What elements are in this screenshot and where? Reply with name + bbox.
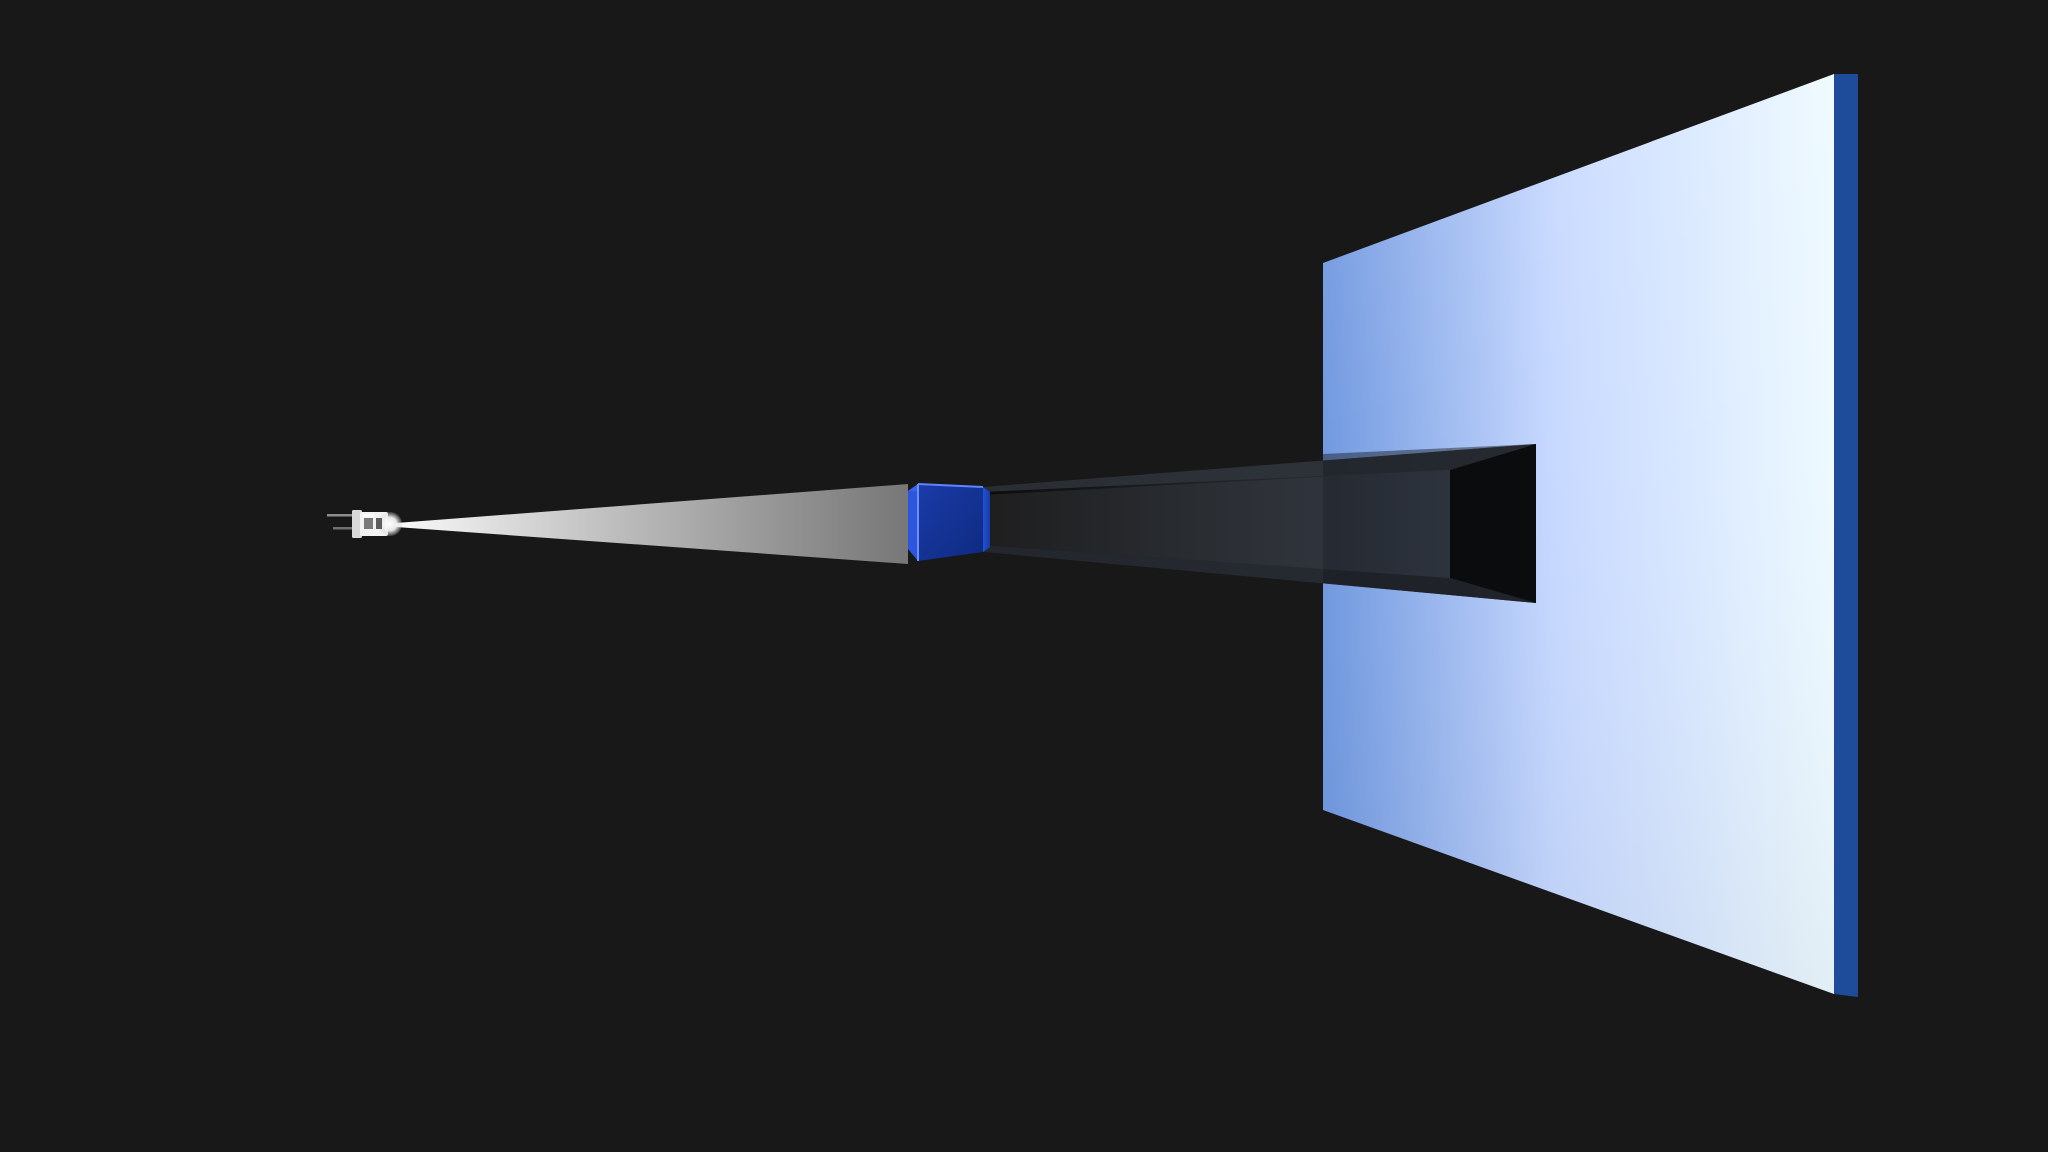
screen-face-shade	[1323, 74, 1834, 994]
cube-left-face	[908, 484, 918, 561]
led-highlight	[363, 514, 374, 517]
cube-right-face	[983, 487, 990, 552]
beam-cone	[396, 484, 908, 564]
shadow-screen-overlap	[1323, 444, 1536, 603]
led-dome	[378, 512, 402, 536]
led-lead-top	[327, 514, 353, 517]
shadow-top-edge	[983, 444, 1536, 492]
blue-cube	[908, 483, 990, 561]
shadow-inner-left	[983, 470, 1450, 578]
projection-screen	[1323, 74, 1858, 997]
cube-front-edge-top	[917, 483, 984, 488]
led-inner-right	[376, 518, 382, 529]
light-source	[327, 510, 402, 538]
screen-side-edge	[1834, 74, 1858, 997]
shadow-bottom-edge	[983, 545, 1536, 603]
led-lead-bottom	[333, 527, 353, 530]
shadow-core	[1450, 444, 1536, 603]
led-base	[352, 510, 362, 538]
shadow-prism	[983, 444, 1536, 603]
led-inner-left	[364, 518, 373, 529]
cube-front-face	[918, 484, 983, 561]
light-beam	[396, 484, 908, 564]
